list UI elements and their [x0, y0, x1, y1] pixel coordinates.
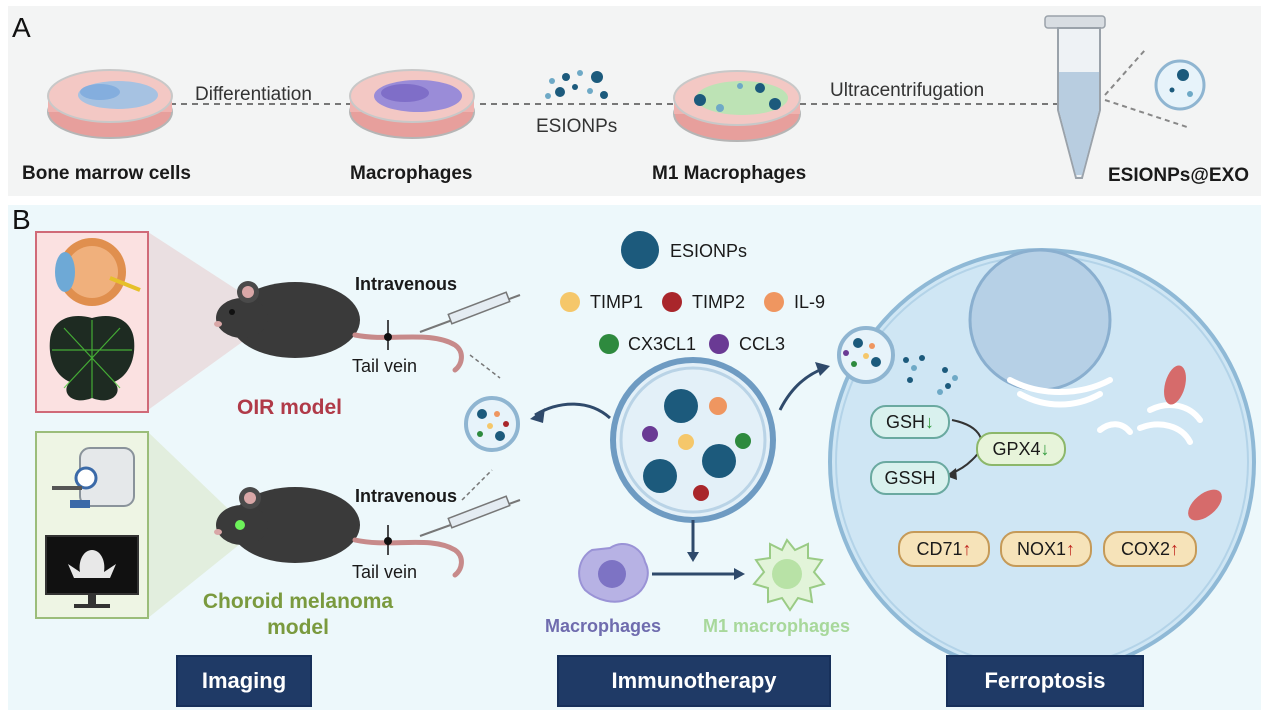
- ferroptosis-button: Ferroptosis: [946, 655, 1144, 707]
- cx3cl1-dot: [599, 334, 619, 354]
- cargo-esionp-3: [702, 444, 736, 478]
- immunotherapy-button: Immunotherapy: [557, 655, 831, 707]
- gsh-text: GSH: [885, 411, 925, 432]
- centrifuge-tube-icon: [1044, 15, 1206, 179]
- legend-esionps: ESIONPs: [670, 241, 748, 261]
- mitochondria-icon-2: [1188, 489, 1222, 521]
- cargo-cx3cl1: [735, 433, 751, 449]
- cd71-pill: CD71↑: [898, 531, 990, 567]
- eye-icon: [55, 238, 141, 306]
- timp1-dot: [560, 292, 580, 312]
- stage-macrophages: Macrophages: [350, 163, 473, 184]
- syringe-icon-1: [419, 291, 521, 379]
- panel-a-background: [8, 6, 1261, 196]
- step-ultracentrifugation: Ultracentrifugation: [830, 80, 985, 101]
- nox1-pill: NOX1↑: [1000, 531, 1092, 567]
- cox2-text: COX2: [1120, 538, 1171, 559]
- stage-esionps-exo: ESIONPs@EXO: [1108, 165, 1250, 186]
- panel-a-graphics: [47, 15, 1206, 179]
- released-nanoparticles-icon: [903, 355, 958, 395]
- cargo-il9: [709, 397, 727, 415]
- gssh-pill: GSSH: [870, 461, 950, 495]
- cargo-timp2: [693, 485, 709, 501]
- intravenous-label-1: Intravenous: [355, 274, 458, 294]
- cargo-ccl3: [642, 426, 658, 442]
- monitor-icon: [45, 535, 139, 608]
- tail-vein-label-1: Tail vein: [352, 356, 418, 376]
- legend-timp1: TIMP1: [590, 292, 644, 312]
- legend-cx3cl1: CX3CL1: [628, 334, 697, 354]
- syringe-icon-2: [419, 469, 521, 537]
- retina-flatmount-icon: [49, 316, 135, 401]
- arrow-down-icon: ↓: [925, 411, 934, 432]
- gssh-text: GSSH: [884, 467, 936, 488]
- legend-dots: [560, 231, 784, 354]
- mouse-icon-2: [214, 487, 464, 578]
- oir-model-label: OIR model: [237, 396, 343, 419]
- step-esionps: ESIONPs: [536, 116, 618, 137]
- arrow-down-icon: ↓: [1040, 438, 1050, 459]
- arrow-up-icon: ↑: [1170, 538, 1180, 559]
- m1-macrophage-cell-icon: [752, 538, 826, 612]
- arrow-up-icon: ↑: [1066, 538, 1076, 559]
- step-differentiation: Differentiation: [195, 84, 312, 105]
- nox1-text: NOX1: [1016, 538, 1067, 559]
- imaging-scanner-icon: [52, 447, 135, 508]
- ccl3-dot: [709, 334, 729, 354]
- il9-dot: [764, 292, 784, 312]
- macrophages-label: Macrophages: [545, 616, 662, 636]
- gsh-pill: GSH↓: [870, 405, 950, 439]
- mitochondria-icon-1: [1164, 365, 1186, 405]
- imaging-button: Imaging: [176, 655, 312, 707]
- legend-timp2: TIMP2: [692, 292, 746, 312]
- arrow-up-icon: ↑: [962, 538, 972, 559]
- petri-dish-m1-icon: [673, 70, 801, 142]
- imaging-box: [35, 431, 245, 619]
- cox2-pill: COX2↑: [1103, 531, 1197, 567]
- gpx4-pill: GPX4↓: [976, 432, 1066, 466]
- stage-m1-macrophages: M1 Macrophages: [652, 163, 807, 184]
- small-exosome-right-icon: [837, 326, 895, 384]
- esionps-dot: [621, 231, 659, 269]
- small-exosome-left-icon: [464, 396, 520, 452]
- cargo-timp1: [678, 434, 694, 450]
- mouse-icon-1: [214, 281, 464, 373]
- stage-bone-marrow-cells: Bone marrow cells: [22, 163, 191, 184]
- timp2-dot: [662, 292, 682, 312]
- choroid-melanoma-model-label: Choroid melanoma model: [202, 590, 394, 639]
- tail-vein-label-2: Tail vein: [352, 562, 418, 582]
- panel-a-label: A: [12, 12, 31, 43]
- m1-macrophages-label: M1 macrophages: [703, 616, 851, 636]
- cd71-text: CD71: [916, 538, 963, 559]
- macrophage-cell-icon: [578, 543, 649, 603]
- petri-dish-macrophages-icon: [349, 69, 475, 139]
- nucleus-icon: [968, 248, 1112, 392]
- cargo-esionp-2: [643, 459, 677, 493]
- legend-ccl3: CCL3: [739, 334, 786, 354]
- petri-dish-bone-marrow-icon: [47, 69, 173, 139]
- panel-b-label: B: [12, 204, 31, 235]
- legend-il9: IL-9: [794, 292, 826, 312]
- cargo-esionp-1: [664, 389, 698, 423]
- esionps-particles-icon: [545, 70, 608, 99]
- intravenous-label-2: Intravenous: [355, 486, 458, 506]
- gpx4-text: GPX4: [992, 438, 1041, 459]
- eye-retina-box: [35, 231, 245, 413]
- er-golgi-icon: [1007, 377, 1203, 445]
- large-exosome-cargo: [642, 389, 751, 501]
